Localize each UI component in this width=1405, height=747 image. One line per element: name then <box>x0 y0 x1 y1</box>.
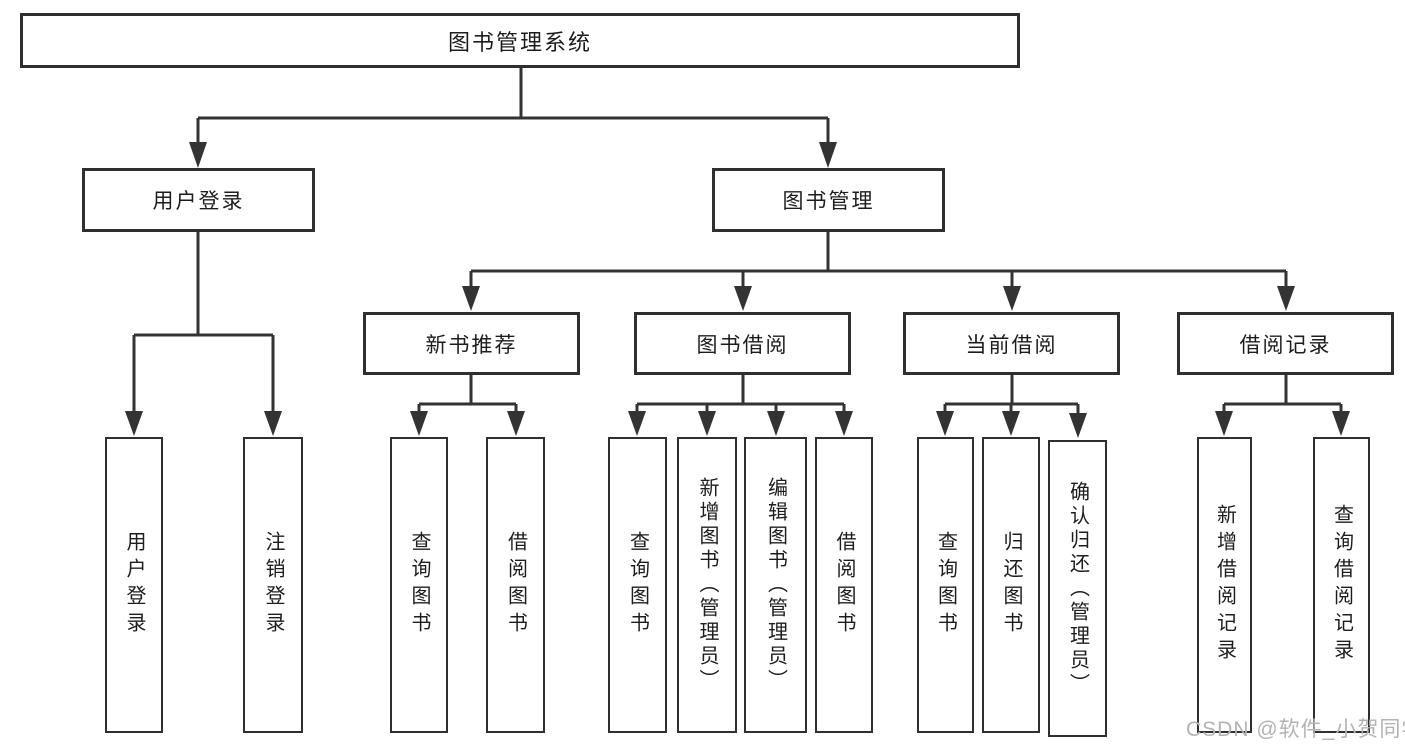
leaf-query-books-borrow: 查询图书 <box>608 437 667 733</box>
leaf-query-books-current: 查询图书 <box>917 437 974 733</box>
node-root: 图书管理系统 <box>20 13 1020 68</box>
node-book-borrow-label: 图书借阅 <box>696 333 789 357</box>
connector-user-login-to-leaves <box>125 232 282 436</box>
leaf-borrow-books-recommend: 借阅图书 <box>486 437 545 733</box>
leaf-query-borrow-record: 查询借阅记录 <box>1313 437 1370 733</box>
connector-root-to-level2 <box>189 68 837 168</box>
node-borrow-records: 借阅记录 <box>1177 312 1394 375</box>
node-book-borrow: 图书借阅 <box>634 312 851 375</box>
connector-book-management-to-level3 <box>462 232 1295 311</box>
leaf-query-books-recommend: 查询图书 <box>390 437 448 733</box>
node-borrow-records-label: 借阅记录 <box>1239 333 1332 357</box>
leaf-add-book-admin: 新增图书（管理员） <box>677 437 737 733</box>
node-current-borrow-label: 当前借阅 <box>965 333 1058 357</box>
node-current-borrow: 当前借阅 <box>903 312 1120 375</box>
node-book-management-label: 图书管理 <box>782 190 875 213</box>
connector-book-borrow-to-leaves <box>628 375 853 436</box>
leaf-confirm-return-admin: 确认归还（管理员） <box>1048 440 1107 737</box>
leaf-borrow-books: 借阅图书 <box>815 437 873 733</box>
leaf-return-book: 归还图书 <box>982 437 1040 733</box>
leaf-edit-book-admin: 编辑图书（管理员） <box>744 437 807 733</box>
node-new-book-recommend: 新书推荐 <box>363 312 580 375</box>
leaf-user-login: 用户登录 <box>105 437 163 733</box>
node-book-management: 图书管理 <box>712 168 945 232</box>
csdn-watermark: CSDN @软件_小贺同学 <box>1186 718 1405 741</box>
node-user-login: 用户登录 <box>82 168 315 232</box>
leaf-logout: 注销登录 <box>243 437 303 733</box>
node-new-book-recommend-label: 新书推荐 <box>425 333 518 357</box>
connector-new-book-recommend-to-leaves <box>410 375 525 436</box>
connector-current-borrow-to-leaves <box>936 375 1087 438</box>
node-user-login-label: 用户登录 <box>152 190 245 213</box>
connector-borrow-records-to-leaves <box>1215 375 1350 436</box>
leaf-add-borrow-record: 新增借阅记录 <box>1197 437 1252 733</box>
node-root-label: 图书管理系统 <box>447 29 592 55</box>
